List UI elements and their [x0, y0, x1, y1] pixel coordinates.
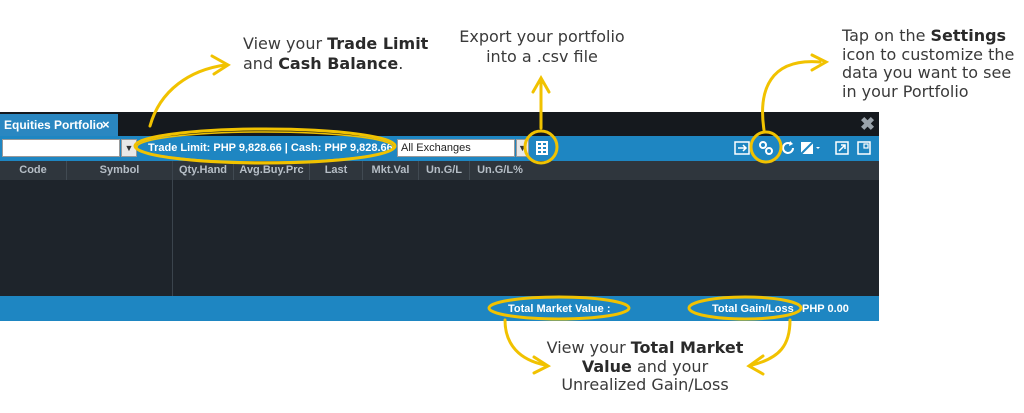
callout-text: View your — [546, 338, 631, 357]
portfolio-window: Equities Portfolio × ✖ ▼ Trade Limit: PH… — [0, 112, 879, 321]
column-divider — [362, 161, 363, 180]
column-divider — [66, 161, 67, 180]
color-theme-icon[interactable] — [800, 140, 820, 156]
total-market-value-label: Total Market Value : — [508, 303, 611, 315]
column-header-un-gl-pct[interactable]: Un.G/L% — [477, 164, 523, 176]
column-header-row: Code Symbol Qty.Hand Avg.Buy.Prc Last Mk… — [0, 161, 879, 180]
callout-text: icon to customize the — [842, 44, 1015, 64]
callout-totals: View your Total Market Value and your Un… — [540, 338, 750, 395]
refresh-icon[interactable] — [780, 140, 796, 156]
column-header-avg-buy-prc[interactable]: Avg.Buy.Prc — [239, 164, 304, 176]
callout-text: and your — [631, 356, 709, 376]
column-divider — [418, 161, 419, 180]
callout-text: View your — [243, 34, 328, 53]
column-header-un-gl[interactable]: Un.G/L — [425, 164, 463, 176]
export-csv-icon[interactable] — [534, 140, 550, 156]
maximize-icon[interactable] — [856, 140, 872, 156]
callout-bold-text: Total Market — [630, 338, 744, 357]
chevron-down-icon[interactable]: ▼ — [516, 139, 529, 157]
column-header-code[interactable]: Code — [19, 164, 47, 176]
grid-frozen-divider — [172, 161, 173, 296]
popout-icon[interactable] — [834, 140, 850, 156]
callout-text: Export your portfolio — [459, 27, 625, 46]
callout-text: Unrealized Gain/Loss — [561, 375, 729, 394]
callout-text: in your Portfolio — [842, 81, 969, 101]
column-divider — [469, 161, 470, 180]
arrow-total-market-value — [503, 318, 547, 367]
callout-bold-text: Cash Balance — [278, 54, 399, 73]
column-header-mkt-val[interactable]: Mkt.Val — [371, 164, 410, 176]
column-header-qty-hand[interactable]: Qty.Hand — [178, 164, 228, 176]
totals-bar: Total Market Value : Total Gain/Loss PHP… — [0, 296, 879, 321]
callout-trade-limit: View your Trade Limit Cash Balance and C… — [243, 34, 443, 74]
callout-text: and — [243, 54, 279, 73]
callout-bold-text: Value — [581, 356, 632, 376]
callout-text: into a .csv file — [486, 47, 598, 66]
callout-text: . — [398, 54, 404, 73]
tab-label: Equities Portfolio — [4, 118, 104, 132]
symbol-search-input[interactable] — [2, 139, 120, 157]
callout-text: data you want to see — [842, 63, 1012, 83]
callout-settings: Tap on the Settings icon to customize th… — [842, 26, 1022, 101]
tab-equities-portfolio[interactable]: Equities Portfolio × — [0, 114, 118, 136]
trade-limit-cash-text: Trade Limit: PHP 9,828.66 | Cash: PHP 9,… — [148, 142, 393, 154]
tab-close-icon[interactable]: × — [102, 117, 110, 132]
column-header-last[interactable]: Last — [324, 164, 348, 176]
callout-bold-text: Settings — [930, 26, 1007, 45]
total-gain-loss-value: PHP 0.00 — [802, 303, 849, 315]
exchange-select[interactable]: All Exchanges — [397, 139, 515, 157]
chevron-down-icon[interactable]: ▼ — [121, 139, 137, 157]
toolbar: ▼ Trade Limit: PHP 9,828.66 | Cash: PHP … — [0, 136, 879, 161]
callout-export: Export your portfolio into a .csv file — [452, 27, 632, 67]
title-bar: Equities Portfolio × ✖ — [0, 112, 879, 136]
swap-columns-icon[interactable] — [734, 140, 750, 156]
column-divider — [309, 161, 310, 180]
callout-bold-text: Trade Limit — [327, 34, 429, 53]
settings-icon[interactable] — [758, 140, 774, 156]
window-close-icon[interactable]: ✖ — [860, 114, 876, 134]
column-divider — [233, 161, 234, 180]
arrow-total-gain-loss — [750, 318, 792, 367]
callout-text: Tap on the — [842, 26, 931, 45]
column-header-symbol[interactable]: Symbol — [99, 164, 140, 176]
total-gain-loss-label: Total Gain/Loss — [712, 303, 794, 315]
